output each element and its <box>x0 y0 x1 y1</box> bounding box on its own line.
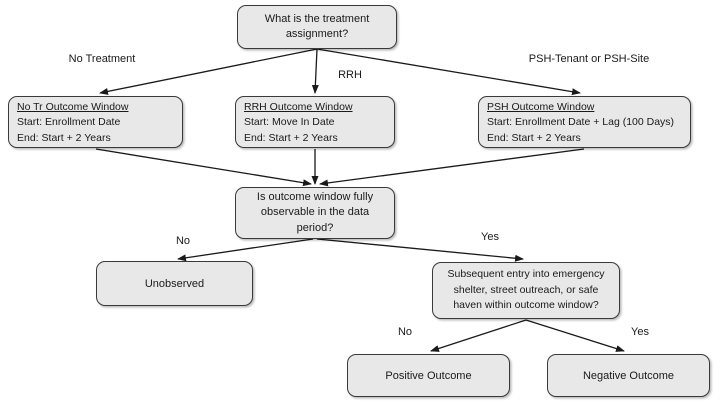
positive-outcome-label: Positive Outcome <box>385 369 472 382</box>
node-no-tr-outcome-window: No Tr Outcome Window Start: Enrollment D… <box>8 96 183 148</box>
edge-label-psh-tenant-or-site: PSH-Tenant or PSH-Site <box>528 53 650 65</box>
question-observable-line2: observable in the data <box>260 206 370 219</box>
edge-notr-to-observable-arrow <box>95 148 312 187</box>
psh-window-title: PSH Outcome Window <box>487 101 595 113</box>
no-tr-window-start: Start: Enrollment Date <box>17 116 121 129</box>
edge-label-observable-no: No <box>175 235 191 247</box>
psh-window-end: End: Start + 2 Years <box>487 131 581 144</box>
node-question-subsequent-entry: Subsequent entry into emergency shelter,… <box>432 262 620 319</box>
node-negative-outcome: Negative Outcome <box>547 354 710 397</box>
no-tr-window-end: End: Start + 2 Years <box>17 131 111 144</box>
question-subsequent-line1: Subsequent entry into emergency <box>447 268 605 281</box>
question-observable-line1: Is outcome window fully <box>256 190 374 203</box>
node-positive-outcome: Positive Outcome <box>347 354 510 397</box>
node-psh-outcome-window: PSH Outcome Window Start: Enrollment Dat… <box>478 96 691 148</box>
edge-treatment-to-psh-arrow <box>316 48 581 96</box>
node-rrh-outcome-window: RRH Outcome Window Start: Move In Date E… <box>235 96 395 148</box>
edge-label-subsequent-no: No <box>397 326 413 338</box>
node-unobserved: Unobserved <box>96 261 253 306</box>
no-tr-window-title: No Tr Outcome Window <box>17 101 129 113</box>
question-treatment-line2: assignment? <box>285 28 349 40</box>
edge-subsequent-no-arrow <box>430 319 527 352</box>
edge-subsequent-yes-arrow <box>525 319 625 352</box>
edge-observable-no-arrow <box>177 238 314 262</box>
edge-treatment-to-rrh-arrow <box>311 48 319 94</box>
question-observable-line3: period? <box>296 221 334 234</box>
rrh-window-end: End: Start + 2 Years <box>244 131 338 144</box>
question-subsequent-line2: shelter, street outreach, or safe <box>453 283 599 296</box>
edge-label-subsequent-yes: Yes <box>631 326 649 338</box>
psh-window-start: Start: Enrollment Date + Lag (100 Days) <box>487 116 675 129</box>
edge-psh-to-observable-arrow <box>319 148 585 187</box>
edge-label-observable-yes: Yes <box>481 231 499 243</box>
rrh-window-start: Start: Move In Date <box>244 116 335 129</box>
negative-outcome-label: Negative Outcome <box>582 369 675 382</box>
node-question-treatment-assignment: What is the treatment assignment? <box>237 5 397 49</box>
edge-label-no-treatment: No Treatment <box>68 53 136 65</box>
question-subsequent-line3: haven within outcome window? <box>453 299 599 312</box>
edge-observable-yes-arrow <box>316 238 524 262</box>
unobserved-label: Unobserved <box>144 277 205 290</box>
node-question-observable: Is outcome window fully observable in th… <box>235 187 395 239</box>
rrh-window-title: RRH Outcome Window <box>244 101 353 113</box>
question-treatment-line1: What is the treatment <box>264 12 370 25</box>
edge-label-rrh: RRH <box>338 69 362 81</box>
edge-treatment-to-notr-arrow <box>99 48 318 95</box>
